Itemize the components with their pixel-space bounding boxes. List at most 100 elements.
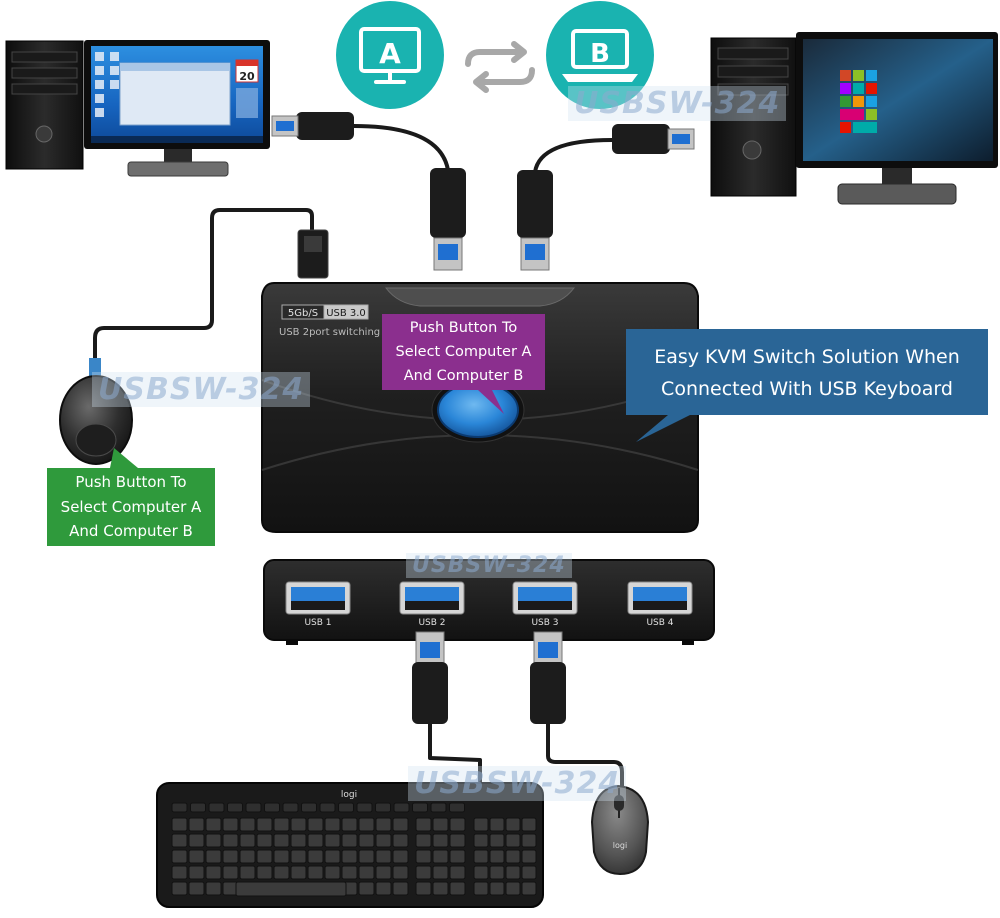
usb-plug-switch-right (517, 170, 553, 271)
usb-port-label: USB 1 (304, 618, 331, 628)
watermark: USBSW-324 (568, 86, 787, 121)
keyboard-key (188, 833, 205, 848)
usb-port-2: USB 2 (399, 581, 465, 628)
keyboard-key (521, 817, 537, 832)
monitor-a-neck (164, 149, 192, 163)
keyboard-key (324, 865, 341, 880)
remote-push-button[interactable] (59, 358, 133, 465)
keyboard-key (449, 881, 466, 896)
keyboard-key (449, 849, 466, 864)
keyboard-key (375, 865, 392, 880)
keyboard-key (358, 881, 375, 896)
keyboard-key (412, 802, 428, 813)
keyboard-key (432, 833, 449, 848)
keyboard-key (415, 817, 432, 832)
keyboard-key (307, 865, 324, 880)
keyboard-key (256, 817, 273, 832)
keyboard-key (307, 817, 324, 832)
keyboard-key (290, 833, 307, 848)
cable-computer-b (533, 138, 614, 174)
speed-tag: 5Gb/S (288, 308, 318, 319)
usb-plug-mouse (530, 631, 566, 724)
switch-arrows-icon (465, 41, 535, 93)
keyboard-key (392, 817, 409, 832)
callout-push-button-line-3: And Computer B (403, 368, 524, 384)
keyboard-key (319, 802, 336, 813)
keyboard-key (256, 849, 273, 864)
keyboard-logo: logi (341, 790, 357, 800)
callout-right-pointer (636, 415, 690, 442)
mouse-logo: logi (613, 841, 627, 850)
keyboard-key (239, 849, 256, 864)
monitor-b-start-tiles (840, 70, 877, 133)
monitor-a-desktop-icons (95, 52, 119, 117)
keyboard-key (392, 865, 409, 880)
keyboard-key (489, 849, 505, 864)
cable-mouse (546, 718, 624, 792)
keyboard-key (489, 865, 505, 880)
monitor-b-neck (882, 168, 912, 184)
keyboard-key (205, 833, 222, 848)
keyboard-key (171, 833, 188, 848)
keyboard-key (222, 817, 239, 832)
watermark: USBSW-324 (406, 553, 572, 578)
keyboard-key (239, 833, 256, 848)
keyboard-key (307, 833, 324, 848)
keyboard-key (273, 817, 290, 832)
keyboard-key (205, 849, 222, 864)
monitor-b-screen (803, 39, 993, 161)
computer-b (710, 32, 998, 205)
usb-hub (263, 559, 715, 645)
keyboard-key (171, 817, 188, 832)
badge-a: A (336, 1, 444, 109)
mouse-scroll-wheel (614, 795, 624, 811)
keyboard-key (171, 849, 188, 864)
keyboard-key (208, 802, 225, 813)
keyboard-key (473, 817, 489, 832)
keyboard-key (290, 817, 307, 832)
keyboard-key (301, 802, 317, 813)
monitor-a-window (119, 62, 231, 126)
callout-remote-button-line-2: Select Computer A (60, 497, 202, 516)
keyboard-key (188, 849, 205, 864)
keyboard-key (256, 865, 273, 880)
cables (93, 124, 624, 792)
keyboard-key (392, 881, 409, 896)
keyboard-key (222, 849, 239, 864)
cable-remote-button (93, 208, 314, 370)
laptop-icon (571, 29, 629, 69)
keyboard-key (505, 817, 521, 832)
computer-a: 20 (5, 40, 270, 177)
keyboard-key (489, 881, 505, 896)
callout-push-button-line-2: Select Computer A (395, 344, 532, 360)
keyboard-key (449, 802, 465, 813)
callout-kvm-solution: Easy KVM Switch Solution When Connected … (626, 329, 988, 415)
keyboard-key (205, 881, 222, 896)
keyboard-key (171, 802, 188, 813)
keyboard-key (324, 833, 341, 848)
keyboard-key (415, 881, 432, 896)
usb-port-1: USB 1 (285, 581, 351, 628)
keyboard-key (188, 817, 205, 832)
keyboard-key (264, 802, 280, 813)
keyboard-key (235, 881, 347, 897)
keyboard-key (489, 817, 505, 832)
keyboard-key (171, 865, 188, 880)
keyboard-key (188, 881, 205, 896)
badge-b: B (546, 1, 654, 109)
monitor-b-base (837, 183, 957, 205)
mouse: logi (590, 784, 650, 876)
keyboard-key (338, 802, 354, 813)
keyboard-key (341, 865, 358, 880)
keyboard-key (356, 802, 373, 813)
monitor-a-calendar-day: 20 (239, 70, 255, 83)
keyboard-key (239, 865, 256, 880)
keyboard-key (375, 849, 392, 864)
tower-b-power-icon (742, 140, 762, 160)
keyboard-key (307, 849, 324, 864)
badge-b-letter: B (590, 39, 610, 69)
badge-a-letter: A (379, 37, 401, 70)
keyboard-key (282, 802, 299, 813)
keyboard-key (190, 802, 206, 813)
